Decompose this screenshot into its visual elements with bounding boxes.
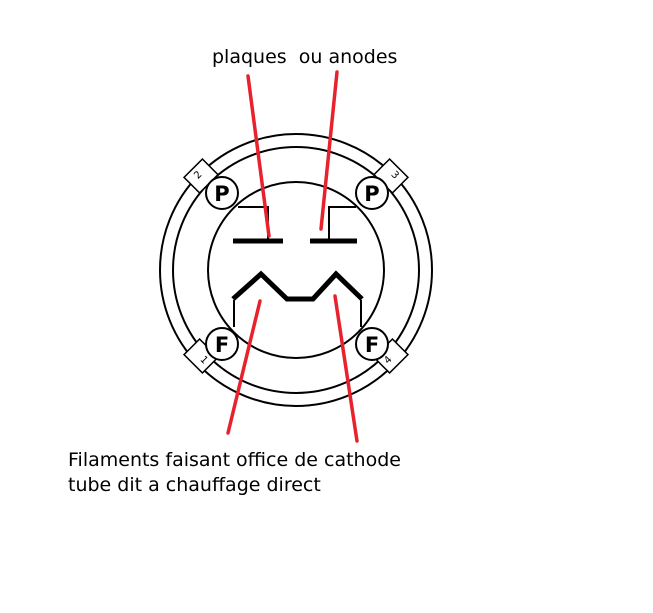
pin-letter-p-left: P <box>214 182 229 206</box>
inner-ring <box>207 181 385 359</box>
label-filaments-line2: tube dit a chauffage direct <box>68 474 321 496</box>
pin-circles <box>205 176 389 361</box>
pointer-filament-left <box>226 299 262 435</box>
pointer-plate-right <box>319 70 339 231</box>
label-filaments-line1: Filaments faisant office de cathode <box>68 449 401 471</box>
outer-ring <box>159 133 433 407</box>
filament-zigzag <box>231 270 364 302</box>
middle-ring <box>172 146 420 394</box>
pointer-plate-left <box>246 74 271 238</box>
plate-wiring <box>238 206 356 240</box>
plate-lead-right <box>328 206 356 240</box>
filament <box>231 270 364 327</box>
pin-circle-f-left <box>205 327 239 361</box>
label-plates-anodes: plaques ou anodes <box>212 46 397 68</box>
socket-rings <box>159 133 433 407</box>
pin-letter-f-left: F <box>215 333 229 357</box>
pin-circle-f-right <box>355 327 389 361</box>
pin-notches <box>182 157 410 375</box>
plate-lead-left <box>238 206 269 240</box>
pin-circle-p-left <box>205 176 239 210</box>
pin-letter-f-right: F <box>365 333 379 357</box>
pin-circle-p-right <box>355 176 389 210</box>
pointer-filament-right <box>333 294 359 443</box>
pointer-lines <box>226 70 359 443</box>
pin-letter-p-right: P <box>364 182 379 206</box>
